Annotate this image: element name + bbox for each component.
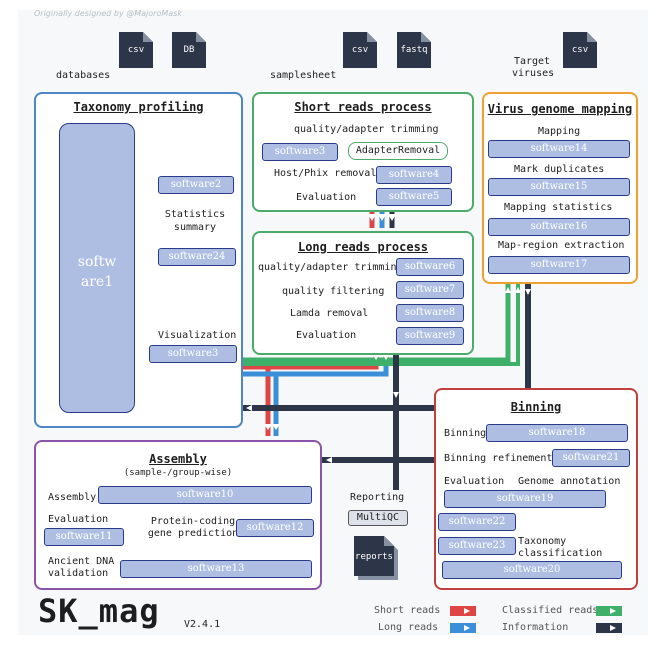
software24-box[interactable]: software24 [158,248,236,266]
map-region-extraction-label: Map-region extraction [498,240,625,251]
protein-coding-label: Protein-coding gene prediction [147,516,239,539]
classified-reads-line [242,283,511,363]
legend-short-reads-label: Short reads [374,605,441,616]
evaluation-label: Evaluation [296,330,357,341]
lamda-removal-label: Lamda removal [290,308,369,319]
panel-title: Long reads process [297,240,429,254]
software21-box[interactable]: software21 [552,449,630,467]
software8-box[interactable]: software8 [396,304,464,322]
software3-box[interactable]: software3 [149,345,237,363]
file-type-label: csv [351,45,369,55]
databases-label: databases [56,70,111,81]
target-viruses-label: Target viruses [512,56,555,79]
software1-box[interactable]: software1 [59,123,135,413]
trim-label: quality/adapter trimming [258,262,403,273]
classified-reads-line-2 [242,283,520,366]
csv-file-icon: csv [343,32,377,68]
reporting-label: Reporting [350,492,405,503]
panel-title: Short reads process [294,100,432,114]
legend-long-reads-swatch [450,623,476,633]
csv-file-icon: csv [119,32,153,68]
legend-classified-reads-swatch [596,606,622,616]
software22-box[interactable]: software22 [438,513,516,531]
mapping-statistics-label: Mapping statistics [504,202,613,213]
evaluation-label: Evaluation [48,514,109,525]
fastq-file-icon: fastq [397,32,431,68]
software13-box[interactable]: software13 [120,560,312,578]
panel-title: Virus genome mapping [487,102,633,116]
file-type-label: fastq [400,45,428,55]
genome-annotation-label: Genome annotation [518,476,621,487]
reports-file-icon: reports [354,536,402,580]
hostphix-label: Host/Phix removal [274,168,377,179]
software9-box[interactable]: software9 [396,327,464,345]
binning-panel: Binning [434,388,638,590]
panel-title: Assembly [149,452,207,466]
software20-box[interactable]: software20 [442,561,622,579]
file-type-label: csv [571,45,589,55]
mapping-label: Mapping [538,126,581,137]
software5-box[interactable]: software5 [376,188,452,206]
software4-box[interactable]: software4 [376,166,452,184]
statistics-summary-label: Statistics summary [164,209,226,233]
software23-box[interactable]: software23 [438,537,516,555]
assembly-label: Assembly [48,492,97,503]
reports-label: reports [355,552,393,562]
panel-title: Binning [510,400,562,414]
software19-box[interactable]: software19 [444,490,606,508]
ancient-dna-label: Ancient DNA validation [48,556,115,579]
version-label: V2.4.1 [184,619,221,630]
software15-box[interactable]: software15 [488,178,630,196]
taxonomy-classification-label: Taxonomy classification [518,536,603,559]
software11-box[interactable]: software11 [44,528,124,546]
legend-classified-reads-label: Classified reads [502,605,599,616]
software17-box[interactable]: software17 [488,256,630,274]
software6-box[interactable]: software6 [396,258,464,276]
legend-information-label: Information [502,622,569,633]
software16-box[interactable]: software16 [488,218,630,236]
legend-long-reads-label: Long reads [378,622,439,633]
credit-text: Originally designed by @MajoroMask [34,9,182,18]
software18-box[interactable]: software18 [486,424,628,442]
binning-label: Binning [444,428,487,439]
software2-box[interactable]: software2 [158,176,234,194]
software10-box[interactable]: software10 [98,486,312,504]
software-label: software1 [77,254,117,290]
samplesheet-label: samplesheet [270,70,337,81]
evaluation-label: Evaluation [296,192,357,203]
visualization-label: Visualization [158,330,237,341]
software3-box[interactable]: software3 [262,143,338,161]
sk-mag-logo: SK_mag [38,592,160,630]
assembly-subtitle: (sample-/group-wise) [123,468,233,478]
evaluation-label: Evaluation [444,476,505,487]
db-file-icon: DB [172,32,206,68]
adapterremoval-box[interactable]: AdapterRemoval [348,142,448,160]
quality-filtering-label: quality filtering [282,286,385,297]
legend-information-swatch [596,623,622,633]
file-type-label: csv [127,45,145,55]
legend-short-reads-swatch [450,606,476,616]
csv-file-icon: csv [563,32,597,68]
multiqc-box[interactable]: MultiQC [348,510,408,526]
binning-refinement-label: Binning refinement [444,453,553,464]
panel-title: Taxonomy profiling [73,100,204,114]
software7-box[interactable]: software7 [396,281,464,299]
software14-box[interactable]: software14 [488,140,630,158]
file-type-label: DB [183,45,195,55]
trim-label: quality/adapter trimming [294,124,439,135]
software12-box[interactable]: software12 [236,519,314,537]
mark-duplicates-label: Mark duplicates [514,164,605,175]
